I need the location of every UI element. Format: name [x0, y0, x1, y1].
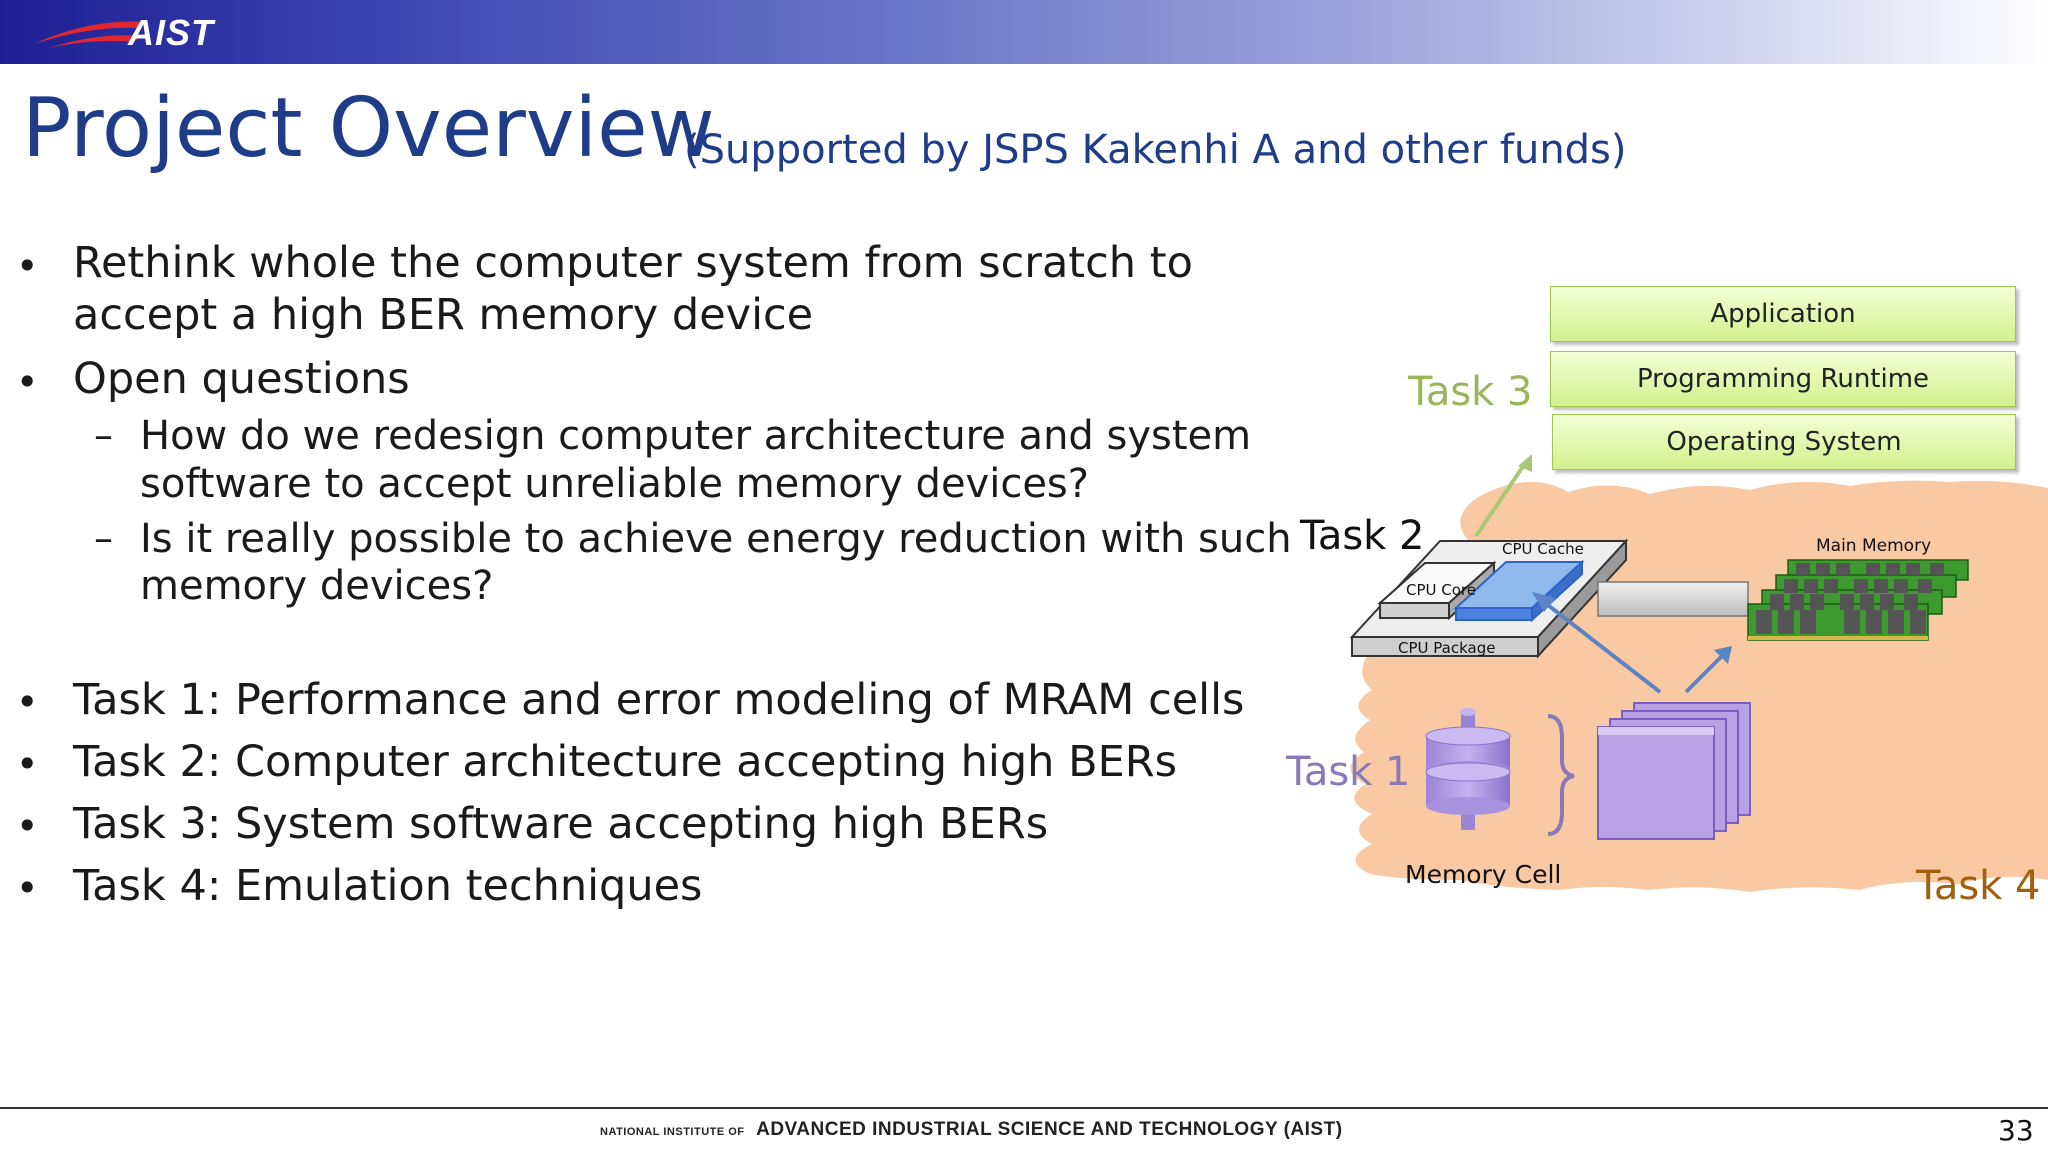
page-title: Project Overview [22, 81, 715, 176]
brace-icon [1547, 714, 1575, 836]
bullet-marker: • [16, 804, 39, 848]
task2-label: Task 2 [1300, 513, 1425, 559]
question-energy-line1: Is it really possible to achieve energy … [140, 516, 1292, 562]
question-redesign-line1: How do we redesign computer architecture… [140, 413, 1252, 459]
main-memory-modules [1747, 559, 1969, 641]
bullet-marker: • [16, 742, 39, 786]
bullet-marker: • [16, 866, 39, 910]
cpu-cache-label: CPU Cache [1502, 540, 1584, 558]
memory-array-icon [1597, 702, 1751, 840]
bullet-task3: Task 3: System software accepting high B… [73, 799, 1049, 849]
footer-divider [0, 1107, 2048, 1109]
bullet-task1: Task 1: Performance and error modeling o… [73, 675, 1245, 725]
aist-logo-icon [34, 21, 148, 48]
bullet-marker: • [16, 244, 39, 288]
bullet-marker: • [16, 680, 39, 724]
page-subtitle: (Supported by JSPS Kakenhi A and other f… [684, 127, 1627, 173]
logo-text: AIST [128, 12, 215, 53]
header-bar: AIST [0, 0, 2048, 64]
dash-marker: – [94, 413, 113, 457]
task4-label: Task 4 [1916, 863, 2041, 909]
layer-application: Application [1550, 286, 2016, 342]
footer-prefix: NATIONAL INSTITUTE OF [600, 1126, 745, 1138]
question-redesign-line2: software to accept unreliable memory dev… [140, 461, 1090, 507]
memory-cell-label: Memory Cell [1405, 860, 1562, 889]
memory-cell-icon [1425, 708, 1511, 830]
bullet-task2: Task 2: Computer architecture accepting … [73, 737, 1178, 787]
question-energy-line2: memory devices? [140, 563, 494, 609]
bullet-open-questions: Open questions [73, 354, 410, 404]
task1-label: Task 1 [1286, 749, 1411, 795]
bullet-task4: Task 4: Emulation techniques [73, 861, 703, 911]
footer-name: ADVANCED INDUSTRIAL SCIENCE AND TECHNOLO… [756, 1119, 1343, 1140]
main-memory-label: Main Memory [1816, 536, 1932, 556]
dash-marker: – [94, 516, 113, 560]
cpu-package-label: CPU Package [1398, 639, 1496, 657]
layer-operating-system: Operating System [1552, 414, 2016, 470]
bullet-marker: • [16, 360, 39, 404]
bullet-rethink-line1: Rethink whole the computer system from s… [73, 238, 1193, 288]
page-number: 33 [1998, 1114, 2034, 1147]
footer-institute: NATIONAL INSTITUTE OF ADVANCED INDUSTRIA… [600, 1119, 1343, 1141]
task3-label: Task 3 [1408, 369, 1533, 415]
layer-programming-runtime: Programming Runtime [1550, 351, 2016, 407]
cpu-core-label: CPU Core [1406, 581, 1476, 599]
bullet-rethink-line2: accept a high BER memory device [73, 290, 814, 340]
